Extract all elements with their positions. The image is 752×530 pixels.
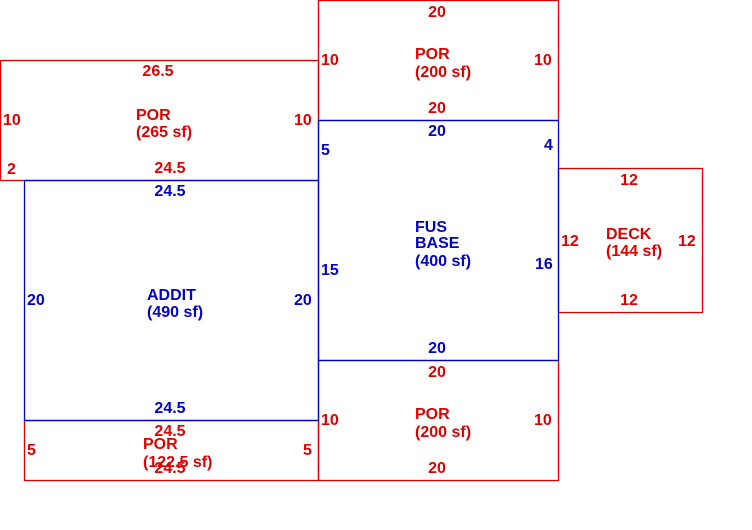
por-bottom-left-dim: 10	[321, 412, 339, 429]
por-left-top-dim: 26.5	[142, 63, 173, 80]
addit-left-dim: 20	[27, 292, 45, 309]
fus-base-name-line1: FUS	[415, 219, 447, 236]
por-bottom-bottom-dim: 20	[428, 460, 446, 477]
por-small-area: (122.5 sf)	[143, 454, 212, 471]
deck-left-dim: 12	[561, 233, 579, 250]
fus-base-left-upper-dim: 5	[321, 142, 330, 159]
deck-area: (144 sf)	[606, 243, 662, 260]
fus-base-bottom-dim: 20	[428, 340, 446, 357]
por-top-name: POR	[415, 46, 450, 63]
por-left-corner-dim: 2	[7, 161, 16, 178]
por-left-right-dim: 10	[294, 112, 312, 129]
fus-base-name-line2: BASE	[415, 235, 460, 252]
fus-base-right-upper-dim: 4	[544, 137, 553, 154]
addit-right-dim: 20	[294, 292, 312, 309]
por-bottom-area: (200 sf)	[415, 424, 471, 441]
por-small-name: POR	[143, 436, 178, 453]
deck-name: DECK	[606, 226, 652, 243]
deck-right-dim: 12	[678, 233, 696, 250]
fus-base-area: (400 sf)	[415, 253, 471, 270]
addit-bottom-dim: 24.5	[154, 400, 185, 417]
fus-base-left-lower-dim: 15	[321, 262, 339, 279]
por-bottom-right-dim: 10	[534, 412, 552, 429]
por-left-area: (265 sf)	[136, 124, 192, 141]
deck-top-dim: 12	[620, 172, 638, 189]
por-top-right-dim: 10	[534, 52, 552, 69]
por-small-right-dim: 5	[303, 442, 312, 459]
addit-area: (490 sf)	[147, 304, 203, 321]
por-top-area: (200 sf)	[415, 64, 471, 81]
fus-base-outline	[317, 119, 560, 362]
por-small-bottom-dim: 24.5	[154, 460, 185, 477]
por-bottom-name: POR	[415, 406, 450, 423]
por-left-name: POR	[136, 107, 171, 124]
por-small-left-dim: 5	[27, 442, 36, 459]
deck-bottom-dim: 12	[620, 292, 638, 309]
por-top-top-dim: 20	[428, 4, 446, 21]
por-left-left-dim: 10	[3, 112, 21, 129]
addit-top-dim: 24.5	[154, 183, 185, 200]
fus-base-top-dim: 20	[428, 123, 446, 140]
por-top-bottom-dim: 20	[428, 100, 446, 117]
por-small-top-dim: 24.5	[154, 423, 185, 440]
por-bottom-top-dim: 20	[428, 364, 446, 381]
addit-name: ADDIT	[147, 287, 196, 304]
por-left-bottom-dim: 24.5	[154, 160, 185, 177]
fus-base-right-lower-dim: 16	[535, 256, 553, 273]
por-top-left-dim: 10	[321, 52, 339, 69]
